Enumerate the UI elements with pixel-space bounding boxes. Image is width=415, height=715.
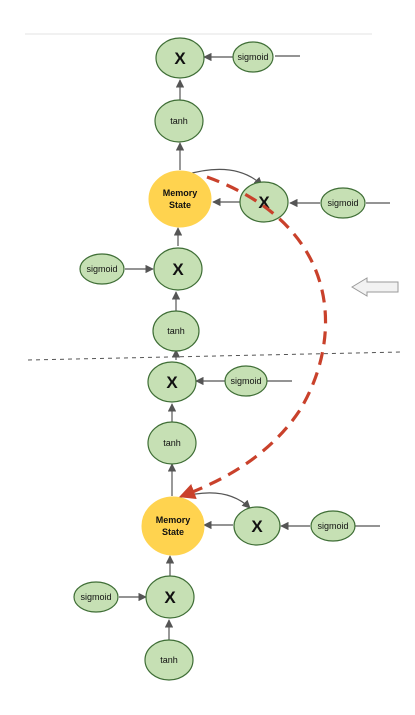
multiply-label: X bbox=[172, 260, 184, 279]
dashed-gradient-path bbox=[179, 175, 328, 500]
node-sigmoid-forget-lower: sigmoid bbox=[310, 510, 356, 542]
node-memory-state-lower: Memory State bbox=[141, 496, 205, 556]
tanh-label: tanh bbox=[160, 655, 178, 665]
node-multiply-input-lower: X bbox=[145, 575, 195, 619]
tanh-label: tanh bbox=[170, 116, 188, 126]
node-multiply-input-upper: X bbox=[153, 247, 203, 291]
multiply-label: X bbox=[174, 49, 186, 68]
sigmoid-label: sigmoid bbox=[317, 521, 348, 531]
node-tanh-upper: tanh bbox=[154, 99, 204, 143]
sigmoid-label: sigmoid bbox=[86, 264, 117, 274]
node-memory-state-upper: Memory State bbox=[148, 170, 212, 228]
node-multiply-output-lower: X bbox=[147, 361, 197, 403]
node-sigmoid-forget-upper: sigmoid bbox=[320, 187, 366, 219]
node-multiply-output-upper: X bbox=[155, 37, 205, 79]
sigmoid-label: sigmoid bbox=[230, 376, 261, 386]
node-sigmoid-output-upper: sigmoid bbox=[232, 41, 274, 73]
node-multiply-forget-upper: X bbox=[239, 181, 289, 223]
node-sigmoid-output-lower: sigmoid bbox=[224, 365, 268, 397]
multiply-label: X bbox=[251, 517, 263, 536]
memory-label-line2: State bbox=[162, 527, 184, 537]
sigmoid-label: sigmoid bbox=[327, 198, 358, 208]
tanh-label: tanh bbox=[167, 326, 185, 336]
sigmoid-label: sigmoid bbox=[237, 52, 268, 62]
node-sigmoid-input-lower: sigmoid bbox=[73, 581, 119, 613]
multiply-label: X bbox=[166, 373, 178, 392]
node-tanh-lower: tanh bbox=[147, 421, 197, 465]
tanh-label: tanh bbox=[163, 438, 181, 448]
node-tanh-input-lower: tanh bbox=[144, 639, 194, 681]
node-tanh-input-upper: tanh bbox=[152, 310, 200, 352]
multiply-label: X bbox=[164, 588, 176, 607]
memory-label-line1: Memory bbox=[156, 515, 191, 525]
cell-divider bbox=[27, 351, 403, 361]
memory-label-line2: State bbox=[169, 200, 191, 210]
node-sigmoid-input-upper: sigmoid bbox=[79, 253, 125, 285]
node-multiply-forget-lower: X bbox=[233, 506, 281, 546]
edge-memory-to-forget-x bbox=[184, 168, 263, 186]
left-arrow-icon bbox=[351, 277, 399, 297]
sigmoid-label: sigmoid bbox=[80, 592, 111, 602]
memory-label-line1: Memory bbox=[163, 188, 198, 198]
